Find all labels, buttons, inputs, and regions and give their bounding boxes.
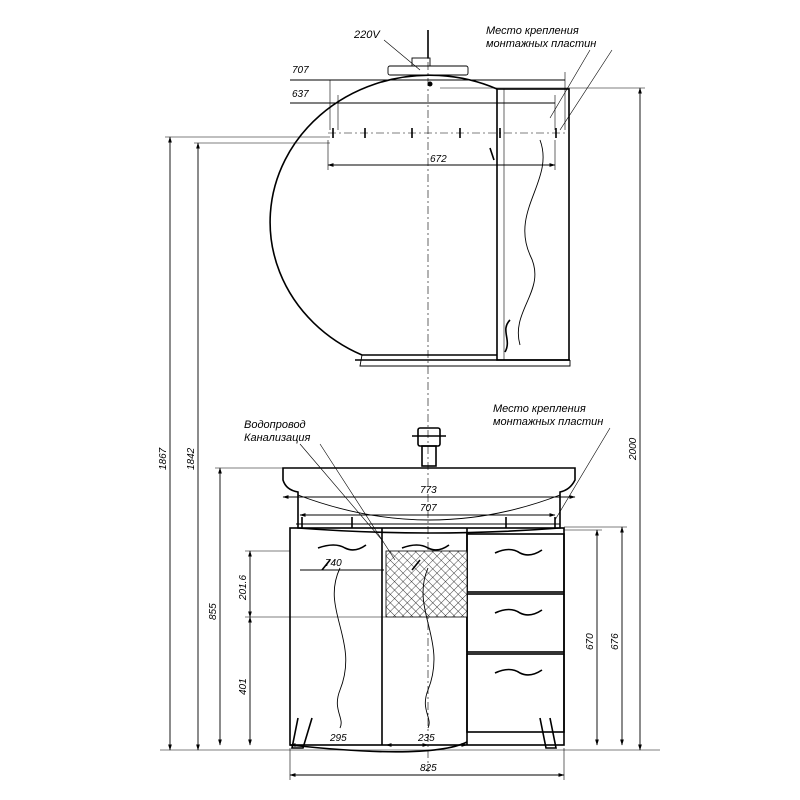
door-center-curve: [422, 567, 435, 729]
label-mount-bottom-2: монтажных пластин: [493, 416, 603, 428]
label-plumbing-2: Канализация: [244, 432, 310, 444]
vanity-unit: [282, 427, 576, 753]
height-dimensions: 1867 1842 2000: [158, 87, 660, 751]
dim-plumbing-201: 201.6: [238, 575, 249, 601]
door-left-curve: [333, 567, 347, 729]
dim-mirror-672: 672: [430, 154, 447, 165]
door-left-handle-icon: [317, 544, 367, 551]
label-plumbing-1: Водопровод: [244, 419, 306, 431]
label-mount-bottom-1: Место крепления: [493, 403, 586, 415]
door-center-handle-icon: [401, 544, 450, 551]
drawer-1: [466, 533, 565, 593]
label-220v: 220V: [353, 29, 381, 41]
leg-left: [291, 717, 313, 749]
label-mount-top-2: монтажных пластин: [486, 38, 596, 50]
dim-sink-773: 773: [420, 485, 437, 496]
dim-drawer-670: 670: [585, 633, 596, 650]
side-cabinet: [496, 88, 570, 361]
dim-width-825: 825: [420, 763, 437, 774]
drawer-1-handle-icon: [494, 548, 543, 556]
dim-center-235: 235: [417, 733, 435, 744]
mirror-cabinet: [269, 30, 571, 367]
plumbing-zone: [385, 550, 468, 618]
dim-height-2000: 2000: [628, 437, 639, 461]
drawer-2-handle-icon: [494, 608, 543, 616]
dim-pipe-401: 401: [238, 678, 249, 695]
drawer-3: [466, 653, 565, 733]
mirror-door-curve: [517, 139, 544, 346]
faucet-icon: [412, 427, 446, 467]
dim-height-855: 855: [208, 603, 219, 620]
round-mirror: [269, 74, 498, 356]
drawer-2: [466, 593, 565, 653]
dim-mirror-637: 637: [292, 89, 309, 100]
label-mount-top-1: Место крепления: [486, 25, 579, 37]
sink-top: [282, 467, 576, 534]
leg-right: [539, 717, 557, 749]
dim-height-1842: 1842: [186, 447, 197, 470]
dim-left-295: 295: [329, 733, 347, 744]
dim-cabinet-740: 740: [325, 558, 342, 569]
drawer-3-handle-icon: [494, 668, 543, 676]
mirror-door-handle-icon: [504, 319, 511, 353]
dim-height-1867: 1867: [158, 447, 169, 470]
vanity-dimensions: 773 707 740 855 201.6 401 670 676 295 23…: [208, 467, 627, 780]
dim-body-676: 676: [610, 633, 621, 650]
dim-mirror-707: 707: [292, 65, 309, 76]
dim-cabinet-707: 707: [420, 503, 437, 514]
mirror-dimensions: 707 637 672: [290, 65, 566, 170]
